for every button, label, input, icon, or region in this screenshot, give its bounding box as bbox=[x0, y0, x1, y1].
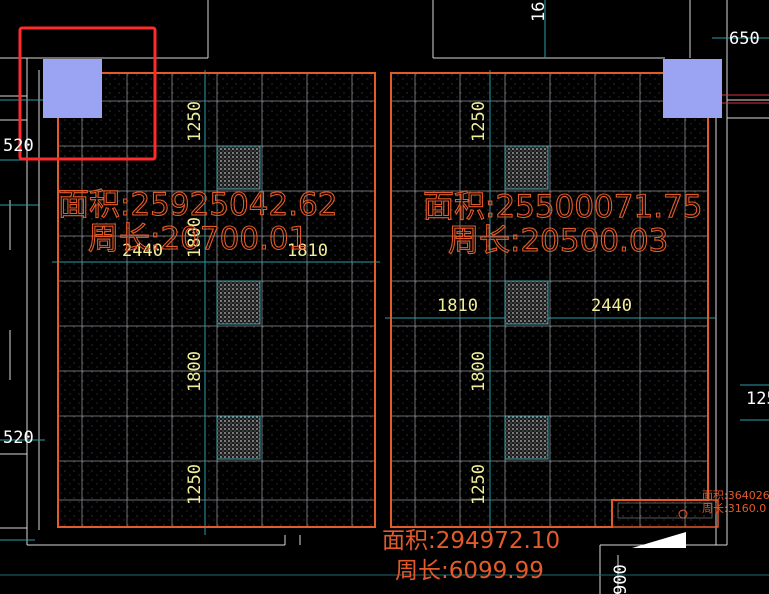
column-pad bbox=[216, 415, 261, 460]
column-pad bbox=[216, 280, 261, 325]
left-floor-panel[interactable] bbox=[52, 70, 380, 535]
dim-top-650: 650 bbox=[729, 29, 760, 49]
dim-right-1800-low: 1800 bbox=[469, 351, 489, 392]
left-perimeter-label: 周长:20700.01 bbox=[88, 221, 308, 257]
dim-right-1810: 1810 bbox=[437, 296, 478, 316]
dim-top-160: 16 bbox=[529, 2, 549, 22]
dim-left-1800-low: 1800 bbox=[185, 351, 205, 392]
corner-notch-outline bbox=[611, 499, 719, 528]
right-perimeter-label: 周长:20500.03 bbox=[448, 223, 668, 259]
column-pad bbox=[504, 415, 549, 460]
structural-column-right[interactable] bbox=[663, 59, 722, 118]
column-pad bbox=[504, 280, 549, 325]
dim-right-1250-bottom: 1250 bbox=[469, 464, 489, 505]
dim-left-1800-mid: 1800 bbox=[185, 217, 205, 258]
left-area-label: 面积:25925042.62 bbox=[58, 187, 338, 223]
right-area-label: 面积:25500071.75 bbox=[423, 189, 703, 225]
selection-highlight-box[interactable] bbox=[18, 26, 157, 161]
column-pad bbox=[504, 145, 549, 190]
dim-right-2440: 2440 bbox=[591, 296, 632, 316]
dim-left-1810: 1810 bbox=[287, 241, 328, 261]
column-pad bbox=[216, 145, 261, 190]
structural-column-left[interactable] bbox=[43, 59, 102, 118]
left-panel-outline bbox=[57, 72, 376, 528]
bottom-area-label: 面积:294972.10 bbox=[382, 528, 560, 554]
dimension-leaders bbox=[0, 0, 769, 576]
dim-right-125: 125 bbox=[746, 389, 769, 409]
dim-left-2440: 2440 bbox=[122, 241, 163, 261]
section-arrow-marker bbox=[632, 532, 686, 548]
dim-left-520-top: 520 bbox=[3, 136, 34, 156]
corner-area-label: 面积:364026 bbox=[702, 489, 769, 502]
right-panel-dim-lines bbox=[385, 70, 716, 535]
dim-bottom-900: 900 bbox=[611, 564, 631, 594]
dim-right-1250-top: 1250 bbox=[469, 101, 489, 142]
dim-left-1250-bottom: 1250 bbox=[185, 464, 205, 505]
right-floor-panel[interactable] bbox=[385, 70, 719, 535]
bottom-perimeter-label: 周长:6099.99 bbox=[395, 558, 544, 584]
corner-perimeter-label: 周长:3160.0 bbox=[702, 502, 766, 515]
left-panel-dim-lines bbox=[52, 70, 380, 535]
dim-left-1250-top: 1250 bbox=[185, 101, 205, 142]
dim-left-520-bottom: 520 bbox=[3, 428, 34, 448]
